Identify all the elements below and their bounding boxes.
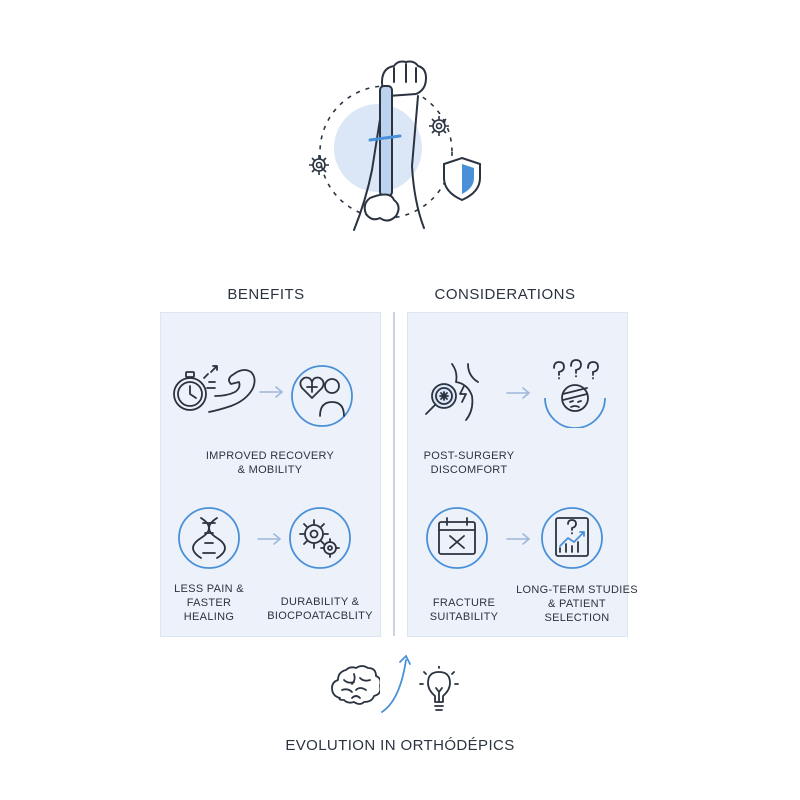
pain-caption: LESS PAIN & FASTER HEALING	[174, 583, 244, 623]
benefits-heading: BENEFITS	[227, 286, 305, 303]
durability-caption: DURABILITY & BIOCPOATACBLITY	[267, 596, 373, 622]
gears-icon	[289, 507, 351, 569]
footer-title: EVOLUTION IN ORTHÓDÉPICS	[285, 737, 515, 754]
studies-caption: LONG-TERM STUDIES & PATIENT SELECTION	[516, 584, 638, 624]
dna-icon	[178, 507, 240, 569]
considerations-heading: CONSIDERATIONS	[434, 286, 576, 303]
recovery-caption: IMPROVED RECOVERY & MOBILITY	[205, 450, 335, 476]
arrow-right-icon	[506, 387, 531, 399]
gear-icon	[429, 116, 449, 136]
fracture-caption: FRACTURE SUITABILITY	[429, 597, 499, 623]
arm-bone-implant-icon	[353, 60, 427, 231]
brain-icon	[331, 665, 380, 705]
lightbulb-icon	[419, 666, 459, 711]
panel-divider	[393, 312, 395, 636]
stopwatch-icon	[173, 371, 209, 411]
growth-chart-icon	[541, 507, 603, 569]
calendar-x-icon	[426, 507, 488, 569]
gear-icon	[309, 155, 329, 175]
arrow-right-icon	[257, 533, 282, 545]
arrow-right-icon	[259, 386, 284, 398]
knee-magnifier-icon	[425, 363, 479, 421]
benefits-panel	[160, 312, 381, 637]
flexed-arm-icon	[206, 365, 256, 413]
confused-patient-icon	[544, 359, 606, 428]
heart-plus-patient-icon	[291, 365, 353, 427]
hero-illustration	[309, 60, 481, 231]
shield-icon	[443, 156, 481, 202]
arrow-right-icon	[506, 533, 531, 545]
discomfort-caption: POST-SURGERY DISCOMFORT	[423, 450, 515, 476]
considerations-panel	[407, 312, 628, 637]
arrow-up-right-icon	[381, 654, 411, 713]
